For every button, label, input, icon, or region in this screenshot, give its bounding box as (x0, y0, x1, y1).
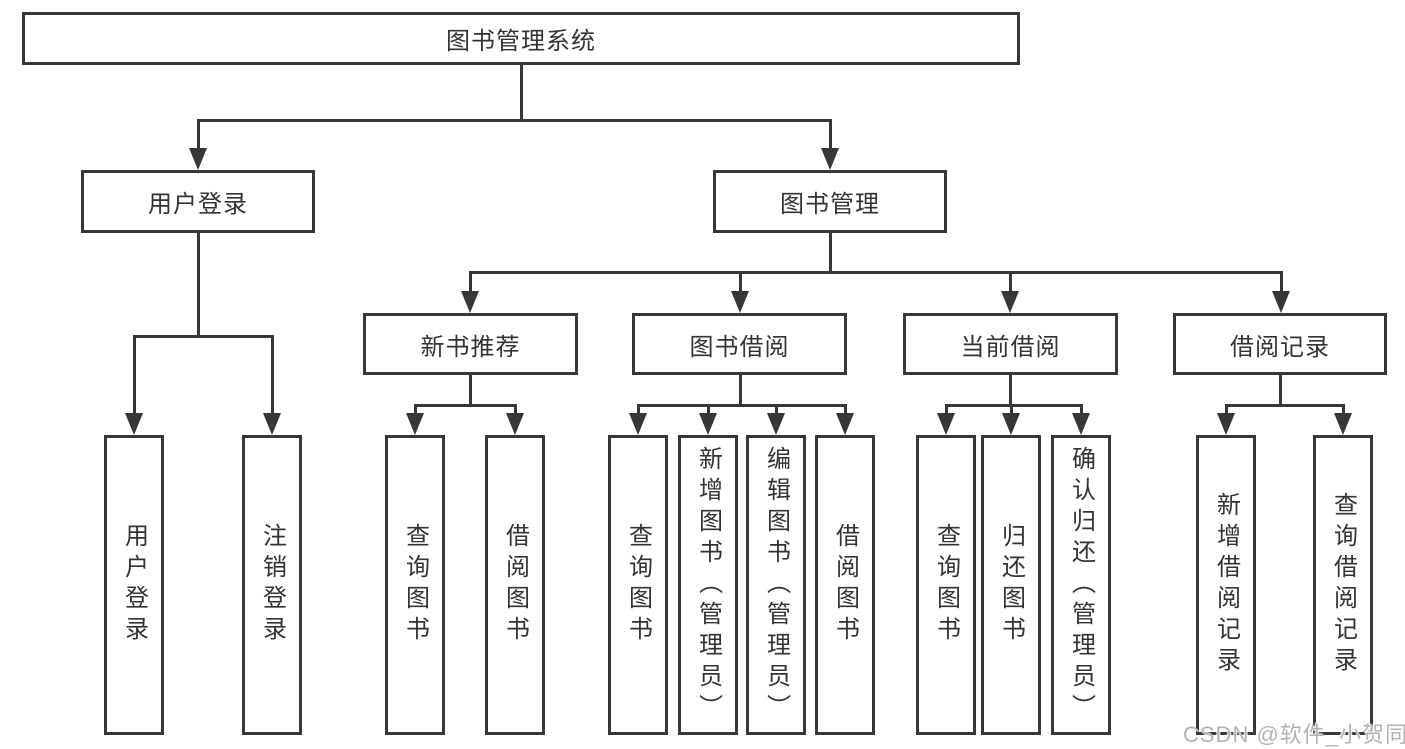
connector-new-books-bar (414, 404, 517, 407)
connector-records-stem (1279, 375, 1282, 407)
leaf-current-confirm-admin-label: 确认归还（管理员） (1067, 445, 1095, 725)
leaf-newbooks-query-label: 查询图书 (401, 523, 429, 647)
arrowhead-down-icon (406, 413, 424, 435)
arrowhead-down-icon (629, 413, 647, 435)
connector-book-mgmt-bar (469, 271, 1283, 274)
node-current-borrowing: 当前借阅 (903, 313, 1118, 375)
arrowhead-down-icon (821, 148, 839, 170)
connector-drop-leaf (637, 404, 640, 417)
node-new-books-label: 新书推荐 (420, 333, 521, 361)
connector-drop-leaf (1342, 404, 1345, 417)
connector-drop-leaf (1010, 404, 1013, 417)
leaf-records-query: 查询借阅记录 (1313, 435, 1373, 735)
connector-drop-leaf (945, 404, 948, 417)
connector-records-bar (1225, 404, 1345, 407)
node-new-books: 新书推荐 (363, 313, 578, 375)
connector-drop-leaf (775, 404, 778, 417)
watermark: CSDN @软件_小贺同学 (1183, 722, 1405, 747)
leaf-logout-label: 注销登录 (258, 523, 286, 647)
node-current-borrowing-label: 当前借阅 (960, 333, 1061, 361)
arrowhead-down-icon (1002, 413, 1020, 435)
leaf-current-confirm-admin: 确认归还（管理员） (1051, 435, 1111, 735)
node-borrow-records: 借阅记录 (1173, 313, 1387, 375)
arrowhead-down-icon (767, 413, 785, 435)
arrowhead-down-icon (699, 413, 717, 435)
connector-drop-book-mgmt (829, 119, 832, 151)
arrowhead-down-icon (1272, 291, 1290, 313)
connector-current-bar (945, 404, 1083, 407)
leaf-records-query-label: 查询借阅记录 (1329, 492, 1357, 678)
node-book-mgmt: 图书管理 (713, 170, 947, 233)
leaf-user-login: 用户登录 (104, 435, 164, 735)
node-book-borrowing: 图书借阅 (632, 313, 847, 375)
connector-drop-current (1009, 271, 1012, 293)
leaf-current-return: 归还图书 (981, 435, 1041, 735)
connector-borrowing-stem (739, 375, 742, 407)
node-borrow-records-label: 借阅记录 (1230, 333, 1330, 361)
leaf-current-query-label: 查询图书 (932, 523, 960, 647)
connector-root-stem (520, 65, 523, 122)
connector-drop-leaf (707, 404, 710, 417)
node-book-borrowing-label: 图书借阅 (689, 333, 790, 361)
arrowhead-down-icon (1072, 413, 1090, 435)
leaf-borrowing-edit-admin-label: 编辑图书（管理员） (762, 445, 790, 725)
connector-drop-leaf (1225, 404, 1228, 417)
connector-root-bar (197, 119, 832, 122)
connector-drop-logout (271, 335, 274, 417)
leaf-borrowing-edit-admin: 编辑图书（管理员） (746, 435, 806, 735)
node-root-label: 图书管理系统 (446, 28, 596, 55)
arrowhead-down-icon (731, 291, 749, 313)
leaf-logout: 注销登录 (242, 435, 302, 735)
connector-drop-leaf (1080, 404, 1083, 417)
arrowhead-down-icon (461, 291, 479, 313)
arrowhead-down-icon (125, 413, 143, 435)
node-book-mgmt-label: 图书管理 (780, 191, 880, 218)
connector-drop-new-books (469, 271, 472, 293)
arrowhead-down-icon (1334, 413, 1352, 435)
arrowhead-down-icon (506, 413, 524, 435)
connector-drop-leaf (414, 404, 417, 417)
arrowhead-down-icon (1001, 291, 1019, 313)
leaf-records-add: 新增借阅记录 (1196, 435, 1256, 735)
node-user-login: 用户登录 (81, 170, 315, 233)
node-user-login-label: 用户登录 (148, 191, 248, 218)
connector-user-login-stem (197, 233, 200, 338)
connector-drop-login (133, 335, 136, 417)
connector-user-login-bar (133, 335, 274, 338)
leaf-current-query: 查询图书 (916, 435, 976, 735)
leaf-newbooks-borrow: 借阅图书 (485, 435, 545, 735)
arrowhead-down-icon (1217, 413, 1235, 435)
connector-drop-leaf (844, 404, 847, 417)
leaf-borrowing-borrow-label: 借阅图书 (831, 523, 859, 647)
node-root: 图书管理系统 (22, 12, 1020, 65)
leaf-borrowing-add-admin-label: 新增图书（管理员） (694, 445, 722, 725)
arrowhead-down-icon (937, 413, 955, 435)
leaf-borrowing-add-admin: 新增图书（管理员） (678, 435, 738, 735)
leaf-newbooks-query: 查询图书 (385, 435, 445, 735)
leaf-borrowing-query-label: 查询图书 (624, 523, 652, 647)
connector-drop-leaf (514, 404, 517, 417)
connector-new-books-stem (469, 375, 472, 407)
connector-borrowing-bar (637, 404, 847, 407)
arrowhead-down-icon (836, 413, 854, 435)
leaf-borrowing-query: 查询图书 (608, 435, 668, 735)
arrowhead-down-icon (263, 413, 281, 435)
leaf-borrowing-borrow: 借阅图书 (815, 435, 875, 735)
arrowhead-down-icon (189, 148, 207, 170)
connector-drop-user-login (197, 119, 200, 151)
connector-drop-borrowing (739, 271, 742, 293)
leaf-user-login-label: 用户登录 (120, 523, 148, 647)
leaf-newbooks-borrow-label: 借阅图书 (501, 523, 529, 647)
leaf-current-return-label: 归还图书 (997, 523, 1025, 647)
connector-book-mgmt-stem (829, 233, 832, 274)
leaf-records-add-label: 新增借阅记录 (1212, 492, 1240, 678)
connector-drop-records (1280, 271, 1283, 293)
connector-current-stem (1009, 375, 1012, 407)
